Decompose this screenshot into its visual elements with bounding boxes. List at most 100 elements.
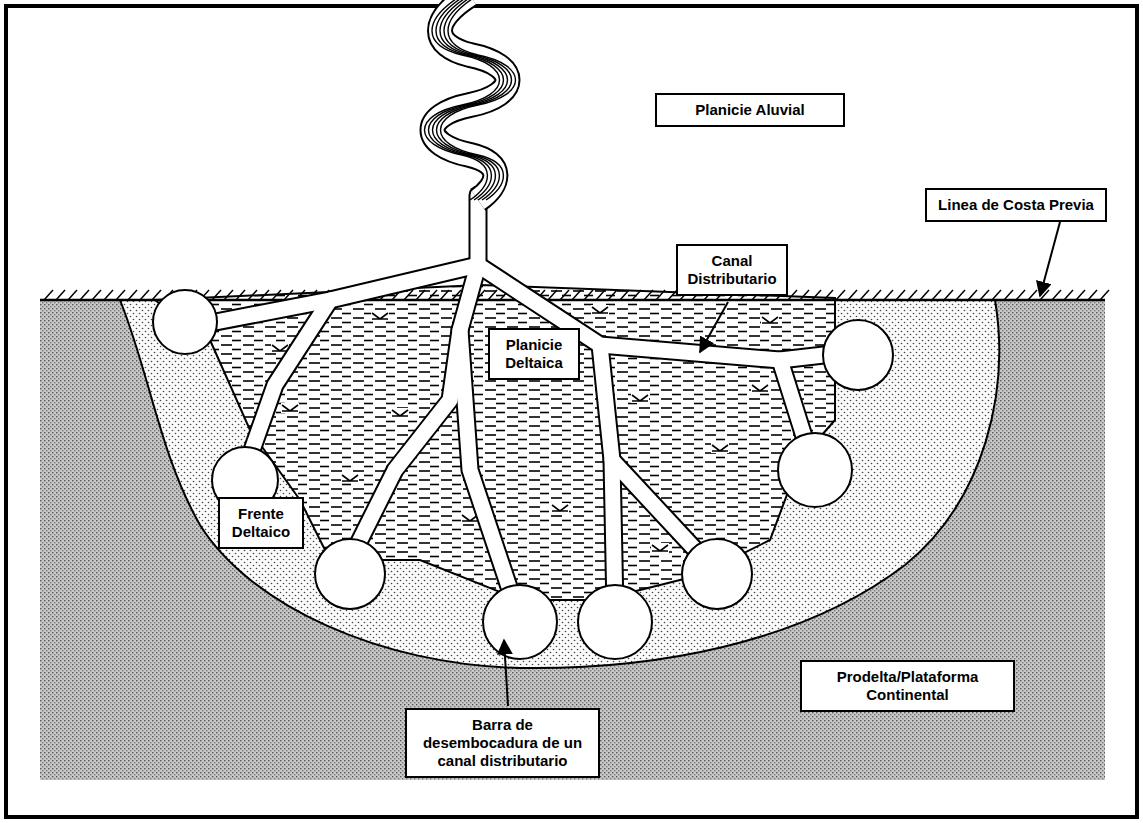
shore-hatch (1100, 290, 1109, 300)
marsh-ground (651, 543, 669, 553)
marsh-symbol (282, 405, 298, 411)
shore-hatch (1004, 290, 1013, 300)
label-text: Frente Deltaico (228, 505, 294, 541)
shore-hatch (260, 290, 269, 300)
shore-hatch (608, 290, 617, 300)
shore-hatch (944, 290, 953, 300)
shore-hatch (224, 290, 233, 300)
mouth-bar (682, 539, 752, 609)
shore-hatch (992, 290, 1001, 300)
mouth-bar (823, 320, 893, 390)
shore-hatch (932, 290, 941, 300)
shore-hatch (872, 290, 881, 300)
distributary-channel (612, 460, 705, 560)
shore-hatch (560, 290, 569, 300)
shore-hatch (248, 290, 257, 300)
label-text: Canal Distributario (686, 252, 778, 288)
marsh-ground (761, 315, 779, 325)
marsh-ground (391, 408, 409, 418)
label-text: Planicie Deltaica (498, 336, 570, 372)
distributary-channel (600, 345, 615, 610)
shore-hatch (416, 290, 425, 300)
marsh-ground (711, 443, 729, 453)
marsh-symbol (652, 545, 668, 551)
region-label: Linea de Costa Previa (925, 188, 1107, 222)
shore-hatch (788, 290, 797, 300)
distributary-channel (612, 460, 705, 560)
marsh-ground (631, 393, 649, 403)
shore-hatch (236, 290, 245, 300)
label-text: Barra de desembocadura de un canal distr… (415, 716, 590, 770)
leader-arrow (504, 640, 508, 706)
marsh-symbol (632, 395, 648, 401)
shore-hatch (584, 290, 593, 300)
leader-arrow (700, 302, 728, 352)
shore-hatch (596, 290, 605, 300)
region-label: Planicie Deltaica (488, 328, 580, 380)
marsh-symbol (272, 345, 288, 351)
label-text: Planicie Aluvial (665, 101, 835, 119)
shore-hatch (140, 290, 149, 300)
shore-hatch (440, 290, 449, 300)
marsh-ground (591, 305, 609, 315)
region-label: Planicie Aluvial (655, 93, 845, 127)
shore-hatch (128, 290, 137, 300)
leader-arrow (1040, 222, 1060, 296)
shore-hatch (860, 290, 869, 300)
marsh-symbol (752, 385, 768, 391)
shore-hatch (656, 290, 665, 300)
shore-hatch (848, 290, 857, 300)
shore-hatch (1016, 290, 1025, 300)
shore-hatch (116, 290, 125, 300)
mouth-bar (778, 433, 852, 507)
shore-hatch (104, 290, 113, 300)
shore-hatch (92, 290, 101, 300)
marsh-symbol (372, 313, 388, 319)
shore-hatch (488, 290, 497, 300)
shore-hatch (1028, 290, 1037, 300)
shore-hatch (44, 290, 53, 300)
shore-hatch (152, 290, 161, 300)
region-label: Prodelta/Plataforma Continental (800, 660, 1015, 712)
marsh-ground (341, 473, 359, 483)
shore-hatch (572, 290, 581, 300)
shore-hatch (1076, 290, 1085, 300)
label-text: Prodelta/Plataforma Continental (810, 668, 1005, 704)
marsh-ground (281, 403, 299, 413)
shore-hatch (956, 290, 965, 300)
mouth-bar (153, 290, 217, 354)
distributary-channel (200, 265, 478, 325)
shore-hatch (68, 290, 77, 300)
shore-hatch (428, 290, 437, 300)
shore-hatch (884, 290, 893, 300)
marsh-symbol (552, 505, 568, 511)
marsh-symbol (342, 475, 358, 481)
marsh-symbol (712, 445, 728, 451)
shore-hatch (548, 290, 557, 300)
distributary-channel (245, 300, 330, 470)
shore-hatch (56, 290, 65, 300)
distributary-channel (600, 345, 615, 610)
shore-hatch (800, 290, 809, 300)
shore-hatch (896, 290, 905, 300)
shore-hatch (824, 290, 833, 300)
shore-hatch (836, 290, 845, 300)
region-label: Frente Deltaico (218, 497, 304, 549)
shore-hatch (632, 290, 641, 300)
shore-hatch (644, 290, 653, 300)
marsh-ground (371, 311, 389, 321)
distributary-channel (200, 265, 478, 325)
feature-label: Canal Distributario (676, 244, 788, 296)
feature-label: Barra de desembocadura de un canal distr… (405, 708, 600, 778)
distributary-channel (245, 300, 330, 470)
shore-hatch (272, 290, 281, 300)
mouth-bar (483, 585, 557, 659)
shore-hatch (1052, 290, 1061, 300)
shore-hatch (620, 290, 629, 300)
mouth-bar (578, 585, 652, 659)
marsh-symbol (592, 307, 608, 313)
shore-hatch (812, 290, 821, 300)
shore-hatch (212, 290, 221, 300)
shore-hatch (980, 290, 989, 300)
